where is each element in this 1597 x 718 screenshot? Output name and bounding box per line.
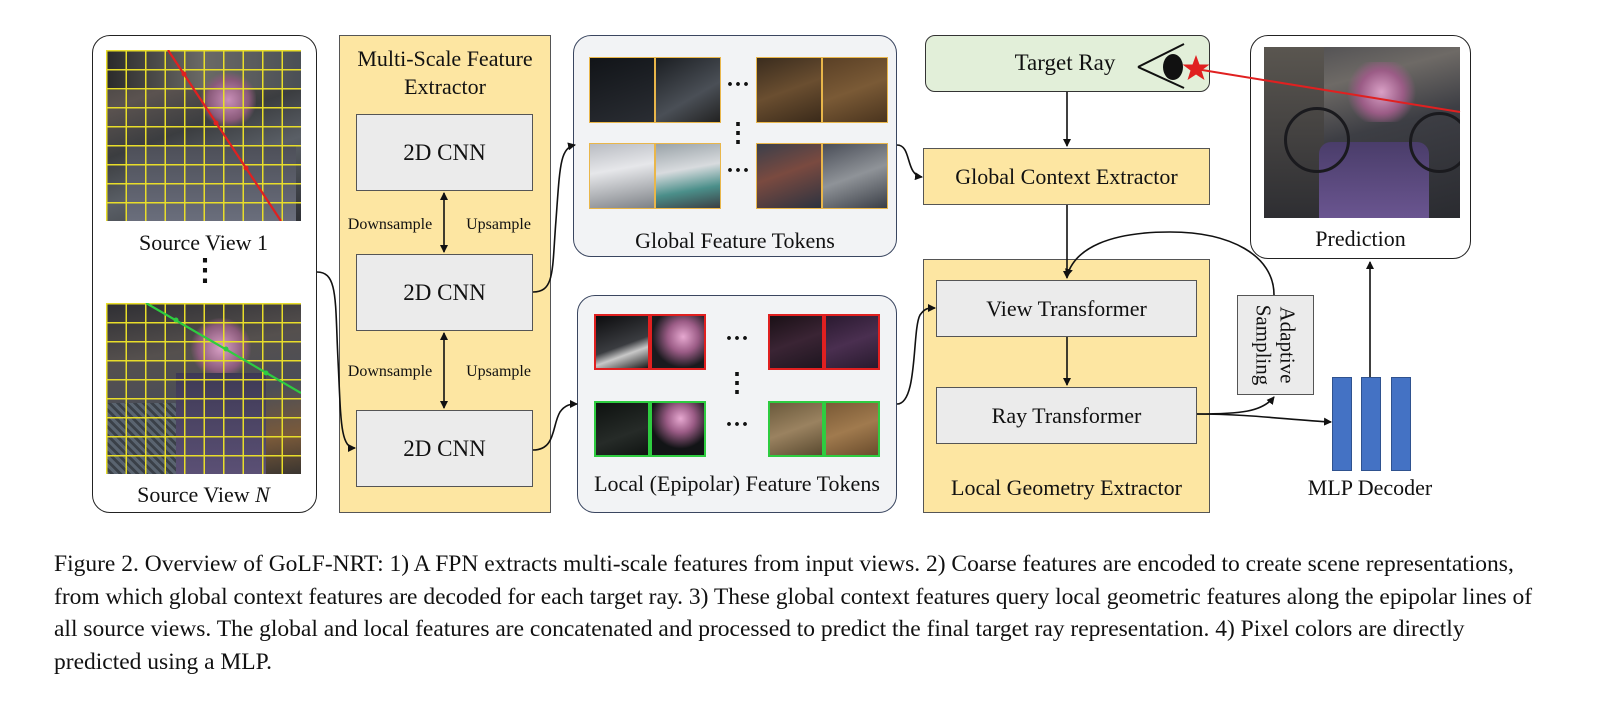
- local-geometry-extractor-label: Local Geometry Extractor: [951, 475, 1182, 500]
- mlp-layer-2: [1361, 377, 1381, 471]
- local-tokens-ellipsis-2: ···: [724, 412, 749, 438]
- target-ray-label: Target Ray: [1014, 50, 1116, 75]
- prediction-image: [1264, 47, 1460, 218]
- global-token-2: [655, 57, 721, 123]
- downsample-label-1: Downsample: [347, 216, 433, 233]
- source-view-1-image: [106, 50, 301, 221]
- local-token-red-3: [768, 314, 824, 370]
- upsample-label-1: Upsample: [466, 216, 531, 233]
- mlp-layer-3: [1391, 377, 1411, 471]
- source-view-n-label: Source View N: [106, 482, 301, 508]
- extractor-title-line1: Multi-Scale Feature: [357, 46, 533, 71]
- local-token-green-4: [824, 401, 880, 457]
- upsample-label-2: Upsample: [466, 363, 531, 380]
- downsample-label-2: Downsample: [347, 363, 433, 380]
- local-tokens-label: Local (Epipolar) Feature Tokens: [594, 471, 880, 496]
- cnn-block-1: 2D CNN: [356, 114, 533, 191]
- local-token-red-1: [594, 314, 650, 370]
- global-token-6: [655, 143, 721, 209]
- mlp-decoder-label: MLP Decoder: [1307, 475, 1433, 500]
- local-token-green-1: [594, 401, 650, 457]
- prediction-label: Prediction: [1315, 226, 1406, 251]
- source-view-n-prefix: Source View: [137, 482, 256, 507]
- source-views-vertical-dots: ⋮: [190, 254, 220, 287]
- global-tokens-label: Global Feature Tokens: [635, 228, 835, 253]
- global-context-extractor-label: Global Context Extractor: [955, 164, 1178, 189]
- target-ray-box: [925, 35, 1210, 92]
- source-view-n-image: [106, 303, 301, 474]
- adaptive-sampling-line2: Sampling: [1251, 304, 1276, 386]
- global-context-extractor-box: [923, 148, 1210, 205]
- view-transformer-box: View Transformer: [936, 280, 1197, 337]
- figure-caption: Figure 2. Overview of GoLF-NRT: 1) A FPN…: [54, 551, 1533, 675]
- cnn-block-2: 2D CNN: [356, 254, 533, 331]
- global-token-3: [756, 57, 822, 123]
- global-token-7: [756, 143, 822, 209]
- local-token-red-4: [824, 314, 880, 370]
- adaptive-sampling-box: [1237, 295, 1314, 395]
- adaptive-sampling-text: Adaptive Sampling: [1237, 295, 1314, 395]
- global-tokens-ellipsis-1: ···: [725, 72, 750, 98]
- local-tokens-ellipsis-1: ···: [724, 326, 749, 352]
- global-token-8: [822, 143, 888, 209]
- local-token-red-2: [650, 314, 706, 370]
- source-view-1-label: Source View 1: [138, 230, 269, 255]
- local-token-green-2: [650, 401, 706, 457]
- global-tokens-vdots: ⋮: [725, 118, 751, 147]
- local-token-green-3: [768, 401, 824, 457]
- local-tokens-vdots: ⋮: [724, 368, 750, 397]
- global-token-5: [589, 143, 655, 209]
- mlp-layer-1: [1332, 377, 1352, 471]
- ray-transformer-box: Ray Transformer: [936, 387, 1197, 444]
- global-tokens-ellipsis-2: ···: [725, 158, 750, 184]
- source-view-n-variable: N: [255, 482, 270, 507]
- cnn-block-3: 2D CNN: [356, 410, 533, 487]
- adaptive-sampling-line1: Adaptive: [1275, 306, 1300, 384]
- eye-icon: [1137, 43, 1185, 89]
- global-token-1: [589, 57, 655, 123]
- source-views-panel: [92, 35, 317, 513]
- global-token-4: [822, 57, 888, 123]
- prediction-panel: [1250, 35, 1471, 259]
- extractor-title-line2: Extractor: [404, 74, 486, 99]
